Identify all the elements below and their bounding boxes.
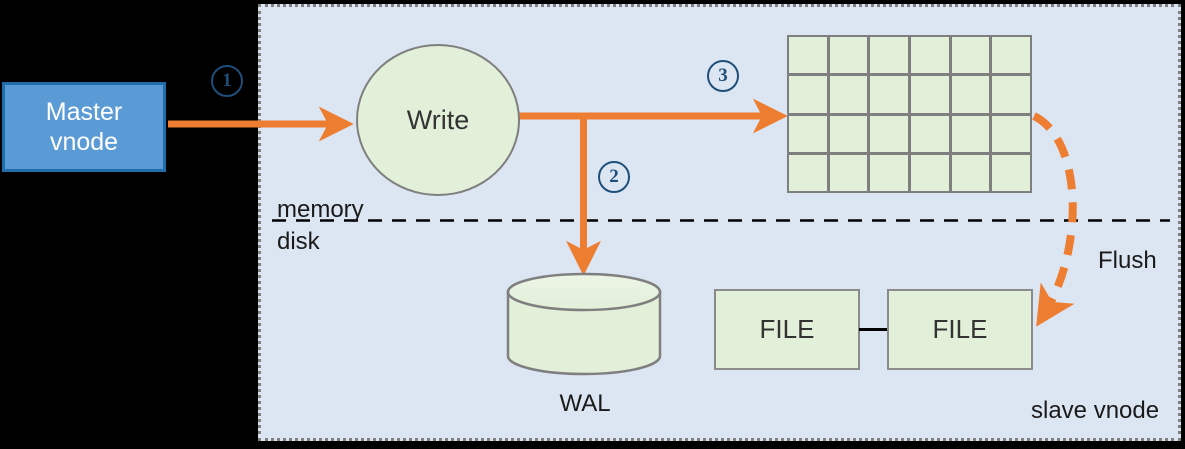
wal-label: WAL — [559, 390, 611, 417]
memtable-cell — [911, 115, 949, 152]
memtable-cell — [992, 154, 1030, 191]
memtable-cell — [789, 76, 827, 113]
memtable-cell — [992, 76, 1030, 113]
memtable-cell — [829, 154, 868, 191]
memory-label: memory — [277, 196, 364, 223]
file-link-line — [859, 328, 888, 331]
memtable-cell — [870, 115, 908, 152]
master-vnode-label-line2: vnode — [49, 128, 119, 156]
memtable-cell — [951, 76, 990, 113]
file-box-1[interactable]: FILE — [714, 289, 860, 370]
memtable-cell — [911, 37, 949, 74]
master-vnode-label-line1: Master — [45, 97, 123, 126]
memtable-cell — [951, 115, 990, 152]
step-number-3: 3 — [707, 60, 739, 92]
memtable-cell — [870, 154, 908, 191]
memtable-cell — [911, 76, 949, 113]
slave-vnode-label: slave vnode — [1031, 397, 1160, 424]
master-vnode-box[interactable]: Master vnode — [2, 82, 166, 172]
memtable-cell — [951, 154, 990, 191]
memtable-cell — [870, 37, 908, 74]
step-number-2: 2 — [598, 161, 630, 193]
memtable-cell — [789, 37, 827, 74]
memtable-cell — [992, 37, 1030, 74]
memtable-cell — [829, 37, 868, 74]
write-node[interactable]: Write — [356, 44, 520, 196]
file-box-1-label: FILE — [759, 314, 815, 344]
memtable-grid — [787, 35, 1032, 193]
disk-label: disk — [277, 228, 320, 255]
memtable-cell — [789, 154, 827, 191]
memtable-cell — [911, 154, 949, 191]
memtable-cell — [992, 115, 1030, 152]
file-box-2-label: FILE — [932, 314, 988, 344]
memtable-cell — [829, 76, 868, 113]
memtable-cell — [829, 115, 868, 152]
memtable-cell — [951, 37, 990, 74]
write-node-label: Write — [406, 104, 470, 135]
memtable-cell — [870, 76, 908, 113]
memtable-cell — [789, 115, 827, 152]
file-box-2[interactable]: FILE — [887, 289, 1033, 370]
step-number-1: 1 — [211, 65, 243, 97]
flush-label: Flush — [1098, 247, 1157, 274]
